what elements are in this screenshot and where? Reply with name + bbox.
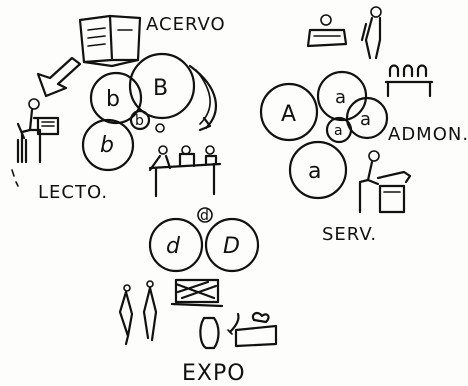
lecto-group: LECTO. (12, 99, 220, 203)
admon-group: A a a a a ADMON. (261, 7, 468, 198)
acervo-group: ACERVO B b b b (38, 14, 226, 170)
reading-table-icon (150, 146, 220, 196)
arrow-to-lecto (38, 58, 80, 96)
mark (12, 170, 18, 186)
bubble-D-right-label: D (223, 234, 240, 259)
display-panel-icon (172, 280, 222, 306)
admin-counter-icon (386, 66, 432, 97)
exhibit-table-icon (236, 313, 276, 346)
reader-figure-icon (18, 99, 58, 162)
admin-desk-icon (308, 7, 381, 58)
admon-label: ADMON. (388, 124, 468, 145)
bubble-o (156, 124, 164, 132)
visitor-figures-icon (120, 281, 156, 344)
serv-group: SERV. (322, 151, 410, 245)
book-icon (80, 16, 140, 66)
expo-group: d D d EXPO (120, 208, 276, 386)
bubble-a-bottom-label: a (308, 159, 321, 184)
service-counter-icon (360, 151, 410, 212)
lecto-label: LECTO. (38, 182, 108, 203)
bubble-A-label: A (281, 102, 296, 127)
bubble-B-label: B (153, 76, 168, 101)
bubble-a-top-label: a (335, 87, 346, 108)
bubble-b-lower-label: b (100, 133, 114, 158)
bubble-d-left-label: d (166, 234, 181, 259)
serv-label: SERV. (322, 224, 377, 245)
expo-label: EXPO (182, 361, 246, 386)
acervo-label: ACERVO (146, 14, 226, 35)
sculpture-icon (200, 314, 238, 348)
bubble-a-small-label: a (334, 123, 343, 139)
bubble-b-small-label: b (135, 113, 144, 129)
bubble-d-small-label: d (200, 208, 209, 224)
bubble-b-upper-label: b (106, 87, 120, 112)
bubble-a-right-label: a (360, 109, 371, 130)
